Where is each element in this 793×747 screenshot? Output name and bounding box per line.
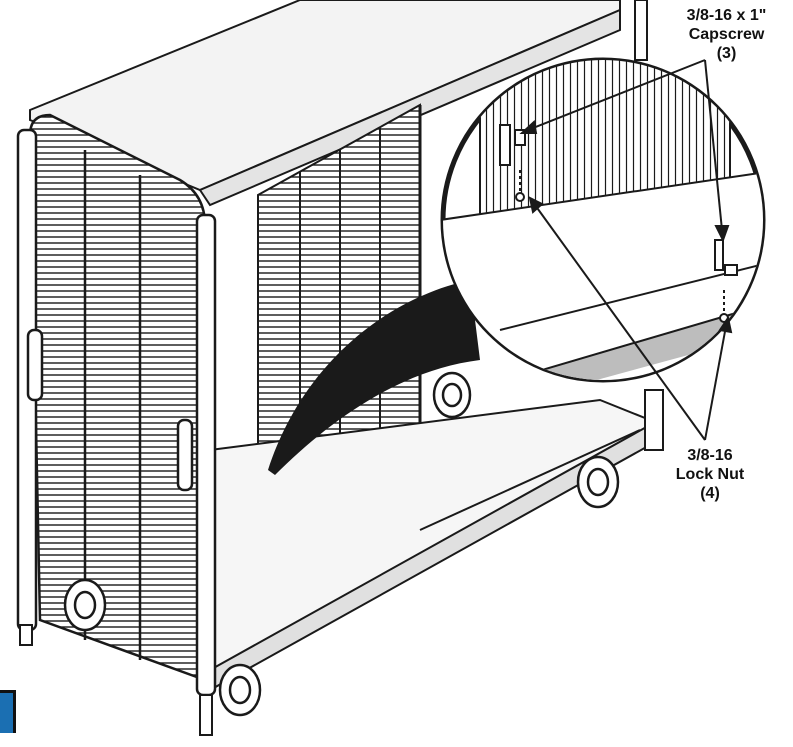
callout-locknut-line3: (4): [700, 485, 720, 502]
front-door: [16, 113, 217, 697]
callout-locknut-line1: 3/8-16: [687, 447, 733, 464]
callout-capscrew-line2: Capscrew: [688, 26, 765, 43]
callout-locknut: 3/8-16 Lock Nut (4): [655, 446, 765, 503]
callout-locknut-line2: Lock Nut: [675, 466, 745, 483]
page-edge-tab: [0, 690, 16, 733]
cart-base: [188, 398, 651, 692]
cart-legs: [19, 389, 664, 736]
cart-roof: [29, 0, 621, 207]
callout-capscrew: 3/8-16 x 1" Capscrew (3): [660, 6, 793, 63]
caster-wheel: [63, 371, 620, 717]
detail-magnifier-circle: [440, 57, 766, 383]
detail-leader: [268, 280, 480, 475]
right-post: [634, 0, 648, 61]
callout-capscrew-line3: (3): [716, 45, 737, 62]
callout-capscrew-line1: 3/8-16 x 1": [686, 7, 767, 24]
callout-arrows: [519, 59, 733, 441]
